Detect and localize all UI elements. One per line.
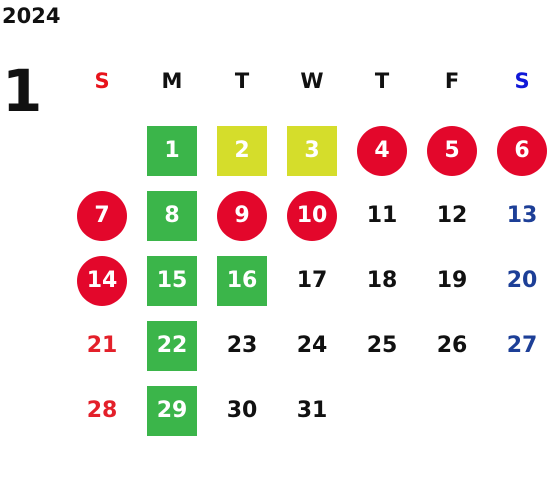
day-cell[interactable]: 21 [86, 333, 118, 358]
day-cell[interactable]: 9 [217, 191, 267, 241]
day-cell[interactable]: 27 [506, 333, 538, 358]
day-cell[interactable]: 24 [296, 333, 328, 358]
day-cell[interactable]: 3 [287, 126, 337, 176]
day-cell[interactable]: 13 [506, 203, 538, 228]
day-cell[interactable]: 5 [427, 126, 477, 176]
day-cell[interactable]: 6 [497, 126, 547, 176]
day-cell[interactable]: 30 [226, 398, 258, 423]
day-cell[interactable]: 28 [86, 398, 118, 423]
weekday-label: T [234, 69, 250, 93]
day-cell[interactable]: 16 [217, 256, 267, 306]
day-cell[interactable]: 19 [436, 268, 468, 293]
day-cell[interactable]: 22 [147, 321, 197, 371]
weekday-label: S [514, 69, 530, 93]
day-cell[interactable]: 31 [296, 398, 328, 423]
weekday-label: W [300, 69, 324, 93]
day-cell[interactable]: 17 [296, 268, 328, 293]
day-cell[interactable]: 18 [366, 268, 398, 293]
day-cell[interactable]: 23 [226, 333, 258, 358]
weekday-label: M [161, 69, 183, 93]
day-cell[interactable]: 20 [506, 268, 538, 293]
weekday-label: F [444, 69, 460, 93]
day-cell[interactable]: 2 [217, 126, 267, 176]
day-cell[interactable]: 10 [287, 191, 337, 241]
day-cell[interactable]: 29 [147, 386, 197, 436]
day-cell[interactable]: 4 [357, 126, 407, 176]
day-cell[interactable]: 14 [77, 256, 127, 306]
day-cell[interactable]: 1 [147, 126, 197, 176]
day-cell[interactable]: 12 [436, 203, 468, 228]
day-cell[interactable]: 25 [366, 333, 398, 358]
month-number: 1 [2, 57, 43, 125]
day-cell[interactable]: 11 [366, 203, 398, 228]
day-cell[interactable]: 7 [77, 191, 127, 241]
year-label: 2024 [2, 4, 61, 28]
day-cell[interactable]: 8 [147, 191, 197, 241]
day-cell[interactable]: 26 [436, 333, 468, 358]
weekday-label: S [94, 69, 110, 93]
day-cell[interactable]: 15 [147, 256, 197, 306]
weekday-label: T [374, 69, 390, 93]
